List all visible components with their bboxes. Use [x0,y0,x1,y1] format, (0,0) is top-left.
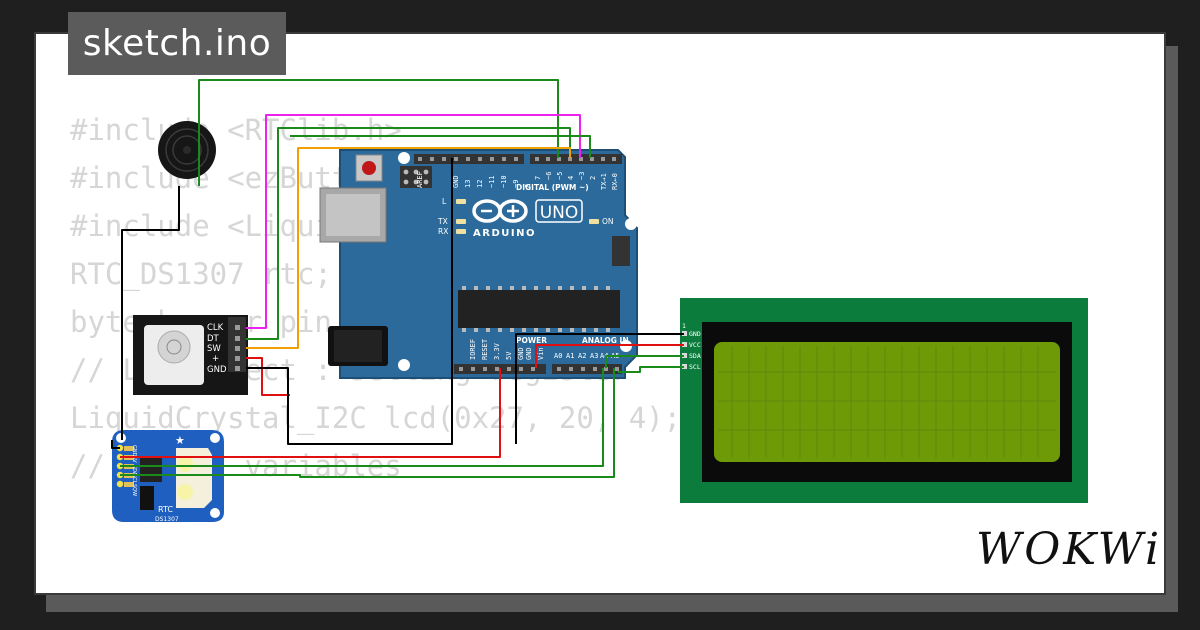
led-tx [456,219,466,224]
star-icon: ★ [175,434,185,447]
pin-label: ~11 [488,175,496,188]
lcd-pin1-marker: 1 [682,322,686,330]
pin-label: ~9 [512,180,520,188]
rtc-model-label: DS1307 [155,516,179,523]
rtc-pin-label: SCL [131,474,137,484]
pin-label: 8 [524,184,532,188]
wire-buzzer-pin5 [198,79,559,186]
pin-label: 13 [464,180,472,188]
pin-label: ~3 [578,172,586,180]
arduino-logo [472,199,528,223]
rotary-encoder[interactable]: CLK DT SW + GND [133,315,248,395]
pin-label: A1 [566,352,574,360]
wire-encoder-dt-2 [290,135,591,158]
encoder-pin-label: + [212,354,219,364]
wire-buzzer-gnd [121,186,180,440]
pin-label: ~5 [556,172,564,180]
wire-lcd-vcc [535,344,684,368]
pin-label: RX←0 [611,173,619,190]
pin-label: A4 [600,352,608,360]
led-rx-label: RX [438,227,448,236]
pin-label: IOREF [469,339,477,360]
pin-label: 3.3V [493,342,501,360]
wire-lcd-sda [605,355,684,368]
wire-encoder-gnd [246,158,453,445]
wires [111,79,684,478]
rtc-pin-label: GND [131,445,137,457]
lcd-pin-label: SCL [689,363,701,371]
rtc-chip [140,456,162,482]
pin-label: AREF [416,171,424,188]
led-l-label: L [442,197,447,206]
pin-label: A0 [554,352,562,360]
uno-box [535,199,583,223]
encoder-pin-label: DT [207,334,220,344]
lcd-pin-label: GND [689,330,701,338]
pin-label: GND [525,347,533,360]
pin-label: GND [517,347,525,360]
lcd-i2c-display[interactable]: 1 GND VCC SDA SCL [680,298,1088,503]
lcd-pin-label: VCC [689,341,701,349]
pin-label: Vin [537,347,545,360]
pin-label: 12 [476,180,484,188]
lcd-character-grid [718,346,1056,458]
rtc-pin-label: SQW [131,484,137,496]
led-tx-label: TX [437,217,448,226]
pin-label: RESET [481,338,489,360]
encoder-pin-label: SW [207,344,221,354]
pin-label: 2 [589,176,597,180]
wire-lcd-scl [618,366,684,373]
arduino-brand: ARDUINO [473,228,536,239]
pin-label: 4 [567,176,575,180]
digital-header-right [530,154,622,164]
led-rx [456,229,466,234]
rtc-pin-label: SDA [131,465,137,476]
led-on-label: ON [602,217,614,226]
pin-label: ~10 [500,175,508,188]
rtc-label: RTC [158,505,173,514]
reset-button[interactable] [355,154,383,182]
pin-label: 7 [534,176,542,180]
digital-header-label: DIGITAL (PWM ~) [516,183,589,192]
wire-rtc-5v [120,368,501,458]
encoder-pin-label: GND [207,365,227,375]
wire-rtc-scl [120,368,615,478]
led-on [589,219,599,224]
wire-encoder-vcc [246,357,290,396]
pin-label: A3 [590,352,598,360]
pin-label: TX→1 [600,173,608,190]
wire-rtc-sda [120,368,604,467]
icsp-header-2 [612,236,630,266]
power-header-label: POWER [516,336,547,345]
pin-label: GND [452,175,460,188]
lcd-pin-label: SDA [689,352,701,360]
wokwi-logo: WOKWi [976,524,1163,575]
buzzer[interactable] [158,121,216,179]
arduino-model: UNO [540,203,579,223]
wire-encoder-sw [246,147,571,349]
icsp-header [400,166,432,188]
pin-label: 5V [505,351,513,360]
encoder-pin-label: CLK [207,323,224,333]
atmega-chip [458,290,620,328]
led-l [456,199,466,204]
rtc-ds1307-module[interactable]: GND 5V SDA SCL SQW ★ RTC DS1307 [112,430,224,523]
pin-label: A2 [578,352,586,360]
project-filename[interactable]: sketch.ino [68,12,286,75]
wire-encoder-dt [246,127,571,340]
wire-encoder-clk [246,114,581,329]
wire-lcd-gnd [515,333,684,444]
code-line: RTC_DS1307 rtc; [70,257,332,291]
analog-header-label: ANALOG IN [582,336,629,345]
rtc-pin-label: 5V [131,456,137,463]
arduino-uno-board[interactable]: AREF GND 13 12 ~11 ~10 ~9 8 7 ~6 ~5 4 ~3… [319,149,638,379]
analog-header [552,364,622,374]
pin-label: ~6 [545,172,553,180]
